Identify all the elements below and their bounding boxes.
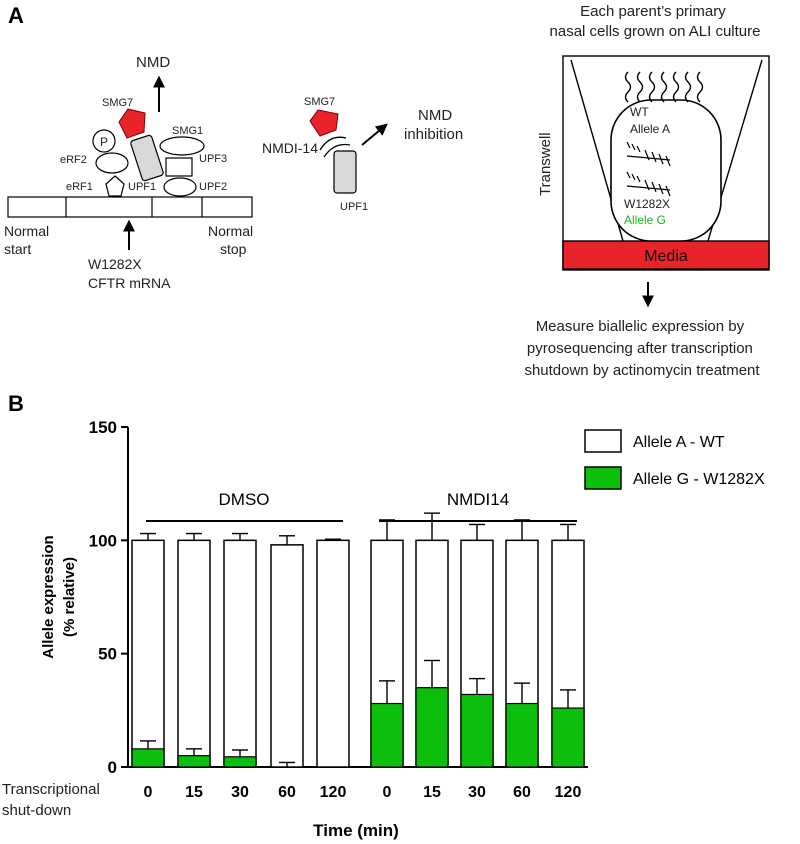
w1282x-label: W1282X <box>624 197 670 211</box>
allele-a-label: Allele A <box>630 122 670 136</box>
bar-allele-a <box>270 544 304 768</box>
panel-a-letter: A <box>8 3 24 28</box>
panel-a: A NMD SMG7 P SMG1 eRF2 UPF3 eRF1 UPF1 UP… <box>4 3 770 379</box>
upf3-upper-ellipse <box>159 136 205 156</box>
x-tick-label: 30 <box>468 784 486 801</box>
x-tick-label: 60 <box>513 784 531 801</box>
legend-swatch <box>584 466 622 490</box>
nmdi14-arc <box>319 136 347 151</box>
bar-allele-a <box>223 539 257 768</box>
mrna-label: W1282X CFTR mRNA <box>88 256 171 291</box>
erf2-label: eRF2 <box>60 154 87 166</box>
legend-label: Allele G - W1282X <box>633 471 765 488</box>
cell-body <box>610 99 722 242</box>
mrna-transcript-mut <box>626 171 671 197</box>
upf2-label: UPF2 <box>199 181 227 193</box>
upf1-shape-b <box>333 150 357 194</box>
bar-allele-a <box>177 539 211 768</box>
bar-allele-g <box>460 693 494 768</box>
bar-allele-g <box>505 702 539 768</box>
bar-allele-g <box>370 702 404 768</box>
bar-allele-g <box>551 707 585 768</box>
upf1-label: UPF1 <box>128 181 156 193</box>
p-label: P <box>100 135 108 149</box>
legend-label: Allele A - WT <box>633 434 725 451</box>
media-label: Media <box>644 248 688 265</box>
nmdi14-arc <box>323 143 351 158</box>
measure-text: Measure biallelic expression by pyrosequ… <box>524 318 760 379</box>
y-tick-label: 150 <box>89 418 117 437</box>
smg7-label: SMG7 <box>102 97 133 109</box>
y-axis-label: Allele expression(% relative) <box>40 535 78 658</box>
transwell-label: Transwell <box>537 132 554 196</box>
culture-title: Each parent’s primary nasal cells grown … <box>550 3 761 40</box>
nmdi14-label: NMDI-14 <box>262 140 318 156</box>
x-tick-label: 0 <box>144 784 153 801</box>
erf1-label: eRF1 <box>66 181 93 193</box>
x-tick-label: 15 <box>185 784 203 801</box>
upf3-label: UPF3 <box>199 153 227 165</box>
wt-label: WT <box>630 105 649 119</box>
allele-g-label: Allele G <box>624 213 666 227</box>
y-tick-label: 50 <box>98 645 117 664</box>
bar-allele-a <box>131 539 165 768</box>
x-tick-label: 120 <box>320 784 347 801</box>
smg7-label-b: SMG7 <box>304 96 335 108</box>
bar-allele-a <box>316 539 350 768</box>
bar-allele-g <box>177 755 211 768</box>
x-tick-label: 15 <box>423 784 441 801</box>
normal-start-label: Normal start <box>4 223 53 257</box>
nmd-inhibition-label: NMD inhibition <box>404 107 463 143</box>
inhibition-arrow <box>361 123 388 146</box>
y-tick-label: 100 <box>89 531 117 550</box>
erf2-shape <box>95 152 129 174</box>
transcriptional-shutdown-label: Transcriptional shut-down <box>2 781 104 819</box>
cilia <box>624 71 704 103</box>
legend-swatch <box>584 429 622 453</box>
smg1-shape <box>130 134 164 182</box>
mrna-bar <box>7 196 253 218</box>
x-tick-label: 60 <box>278 784 296 801</box>
x-tick-label: 120 <box>555 784 582 801</box>
smg7-shape-b <box>309 109 339 137</box>
group-label: NMDI14 <box>447 490 509 509</box>
x-axis-label: Time (min) <box>313 821 399 840</box>
normal-stop-label: Normal stop <box>208 223 257 257</box>
upf2-shape <box>163 177 197 197</box>
bar-allele-g <box>131 748 165 768</box>
panel-b-letter: B <box>8 391 24 416</box>
upf1-label-b: UPF1 <box>340 201 368 213</box>
group-label: DMSO <box>219 490 270 509</box>
phospho-circle <box>92 129 116 153</box>
x-tick-label: 0 <box>383 784 392 801</box>
erf1-shape <box>105 175 125 197</box>
smg7-shape <box>118 108 146 139</box>
smg1-label: SMG1 <box>172 125 203 137</box>
x-tick-label: 30 <box>231 784 249 801</box>
upf3-box <box>165 157 193 177</box>
y-tick-label: 0 <box>108 758 117 777</box>
bar-allele-g <box>415 687 449 768</box>
bar-allele-g <box>223 756 257 768</box>
mrna-transcript-wt <box>626 141 671 167</box>
nmd-label: NMD <box>136 54 170 71</box>
